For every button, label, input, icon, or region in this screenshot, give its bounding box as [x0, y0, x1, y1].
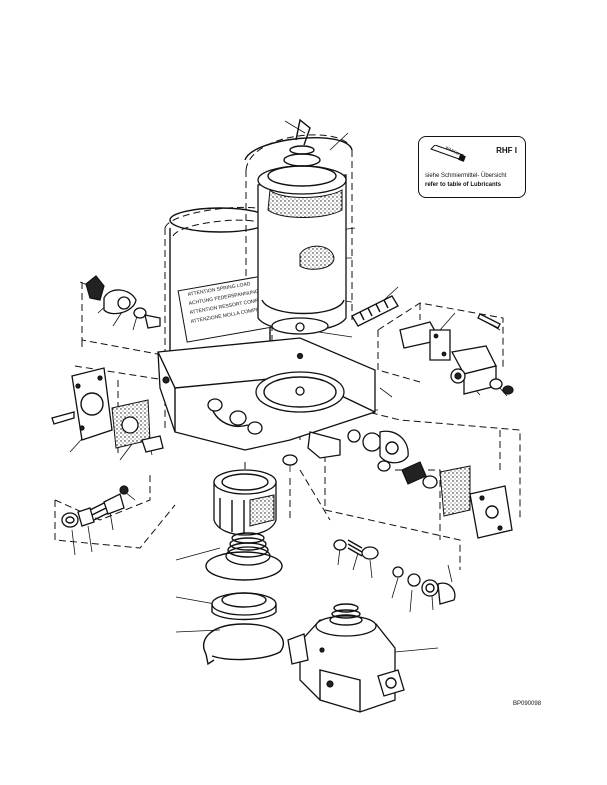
- left-flange-plates: [51, 367, 164, 453]
- port-left: [287, 633, 309, 665]
- left-valve-group-top: [85, 275, 161, 329]
- drawing-code: BP090098: [513, 701, 542, 707]
- left-valve-group-bottom: [61, 485, 129, 528]
- port-right: [377, 669, 405, 697]
- nut: [282, 454, 298, 466]
- o-ring-large: [205, 551, 283, 581]
- center-parts-stack: [202, 469, 285, 666]
- label-patch: [299, 245, 335, 270]
- spring: [225, 532, 271, 566]
- seat-ring: [211, 592, 277, 616]
- lubricant-badge: RHF I: [496, 146, 517, 155]
- valve-spring: [329, 603, 363, 626]
- dryer-housing: [157, 337, 376, 466]
- legend-text-english: refer to table of Lubricants: [425, 182, 502, 188]
- right-flange-plate: [469, 485, 513, 539]
- rear-air-dryer-cartridge: ATTENTION SPRING LOAD ACHTUNG FEDERSPANN…: [169, 207, 273, 355]
- governor-valve-body: [287, 603, 405, 713]
- screw: [477, 313, 501, 329]
- circlip: [202, 623, 285, 666]
- legend-text-german: siehe Schmiermittel- Übersicht: [425, 173, 507, 179]
- right-valve-group: [347, 429, 513, 539]
- dust-boot: [85, 275, 105, 301]
- lubricant-legend: WABCO RHF I siehe Schmiermittel- Übersic…: [418, 136, 526, 198]
- bolt: [51, 411, 75, 425]
- right-heater-assembly: [351, 295, 514, 395]
- dust-boot-right: [401, 461, 427, 485]
- desiccant-cartridge: [244, 118, 353, 335]
- right-small-parts: [333, 539, 456, 605]
- grease-tube-icon: [430, 145, 466, 162]
